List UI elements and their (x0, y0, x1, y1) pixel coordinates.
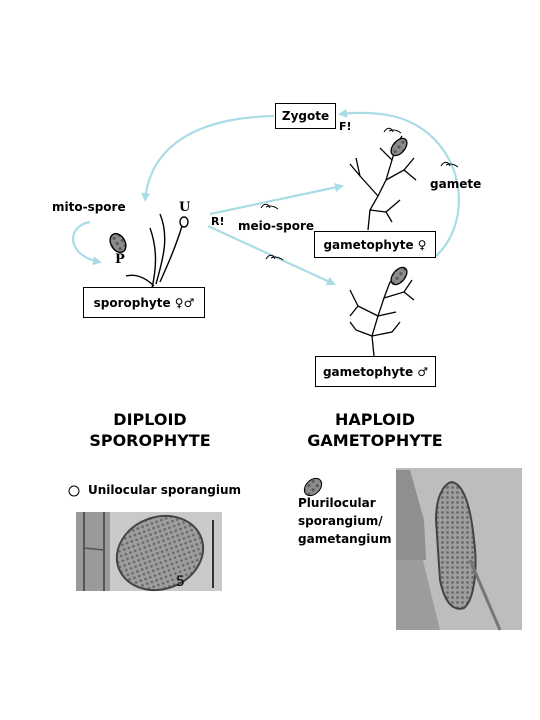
zygote-box: Zygote (275, 103, 336, 129)
plurilocular-sporangium-photo (396, 468, 522, 631)
male-gametophyte-box: gametophyte ♂ (315, 356, 436, 387)
unilocular-legend-icon (68, 485, 80, 497)
gametangium-icon (390, 137, 408, 157)
sporophyte-box: sporophyte ♀♂ (83, 287, 205, 318)
female-gametophyte-box: gametophyte ♀ (314, 231, 436, 258)
female-gametophyte-drawing (349, 135, 417, 231)
photo-caption-number: 5 (176, 574, 185, 590)
unilocular-legend-label: Unilocular sporangium (88, 483, 242, 497)
sporophyte-drawing (109, 213, 189, 289)
gamete-label: gamete (430, 177, 482, 191)
sporophyte-to-female-gametophyte-arrow (209, 183, 344, 216)
zygote-to-sporophyte-arrow (141, 114, 275, 202)
zygote-label: Zygote (281, 109, 330, 123)
gamete-icon (265, 254, 284, 261)
diploid-sporophyte-heading: DIPLOID SPOROPHYTE (89, 410, 211, 450)
plurilocular-legend-label: Plurilocular sporangium/ gametangium (298, 496, 392, 546)
gamete-icon (383, 127, 402, 134)
unilocular-sporangium-photo (76, 512, 222, 592)
meio-spore-label: meio-spore (238, 219, 315, 233)
mito-spore-recycle-arrow (72, 220, 102, 266)
gamete-icons (260, 127, 459, 261)
plurilocular-mark: P (115, 252, 125, 267)
plurilocular-sporangium-icon (109, 232, 127, 254)
gamete-icon (260, 203, 279, 210)
gamete-icon (440, 161, 459, 168)
plurilocular-legend-icon (303, 477, 323, 497)
unilocular-mark: U (179, 200, 191, 215)
reduction-mark: R! (211, 215, 225, 228)
fertilization-mark: F! (339, 120, 352, 133)
male-gametophyte-drawing (349, 266, 415, 357)
gametangium-icon (390, 266, 408, 286)
mito-spore-label: mito-spore (52, 200, 126, 214)
haploid-gametophyte-heading: HAPLOID GAMETOPHYTE (307, 410, 443, 450)
unilocular-sporangium-icon (179, 216, 189, 228)
female-gamete-to-zygote-arrow (338, 108, 460, 257)
